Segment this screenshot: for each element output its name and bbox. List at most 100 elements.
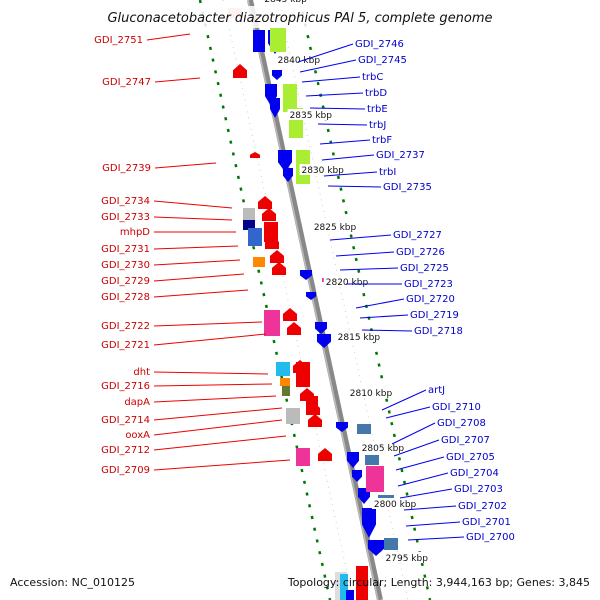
forward-gene-label[interactable]: GDI_2728 <box>101 292 150 303</box>
forward-gene-leader <box>153 273 245 282</box>
reverse-gene-leader <box>335 251 395 257</box>
forward-gene-label[interactable]: GDI_2722 <box>101 321 150 332</box>
gene-block-lime <box>270 28 286 52</box>
reverse-gene-label[interactable]: GDI_2701 <box>462 517 511 528</box>
map-title: Gluconacetobacter diazotrophicus PAl 5, … <box>107 11 492 26</box>
reverse-gene-label[interactable]: GDI_2735 <box>383 182 432 193</box>
forward-gene-leader <box>153 200 233 209</box>
reverse-gene-label[interactable]: GDI_2723 <box>404 279 453 290</box>
reverse-gene-arrow <box>272 70 282 80</box>
reverse-gene-label[interactable]: GDI_2727 <box>393 230 442 241</box>
forward-gene-label[interactable]: GDI_2751 <box>94 35 143 46</box>
kbp-label-backdrop <box>299 164 346 175</box>
left-label-layer[interactable]: GDI_2751GDI_2747GDI_2739GDI_2734GDI_2733… <box>94 35 151 476</box>
title-backdrop <box>90 6 510 28</box>
forward-gene-arrow <box>250 152 260 158</box>
reverse-gene-leader <box>391 422 436 445</box>
forward-gene-leader <box>153 259 241 266</box>
gene-block-orange <box>280 378 290 386</box>
reverse-gene-arrow <box>317 334 331 348</box>
reverse-gene-label[interactable]: GDI_2719 <box>410 310 459 321</box>
reverse-gene-label[interactable]: GDI_2704 <box>450 468 499 479</box>
forward-gene-leader <box>153 216 233 221</box>
forward-gene-label[interactable]: GDI_2709 <box>101 465 150 476</box>
forward-gene-leader <box>153 395 277 403</box>
gene-block-steel <box>357 424 371 434</box>
reverse-gene-label[interactable]: artJ <box>428 385 445 396</box>
reverse-gene-label[interactable]: trbC <box>362 72 383 83</box>
reverse-gene-arrow <box>283 168 293 182</box>
reverse-gene-label[interactable]: GDI_2707 <box>441 435 490 446</box>
forward-gene-arrow <box>308 414 322 427</box>
forward-gene-leader <box>153 407 283 421</box>
reverse-gene-label[interactable]: GDI_2702 <box>458 501 507 512</box>
forward-gene-label[interactable]: GDI_2714 <box>101 415 150 426</box>
reverse-gene-label[interactable]: trbD <box>365 88 387 99</box>
reverse-gene-label[interactable]: GDI_2705 <box>446 452 495 463</box>
gene-block-blue <box>248 228 262 246</box>
reverse-gene-leader <box>305 92 364 97</box>
reverse-gene-label[interactable]: trbF <box>372 135 392 146</box>
forward-gene-label[interactable]: GDI_2716 <box>101 381 150 392</box>
forward-gene-arrow <box>287 322 301 335</box>
reverse-gene-label[interactable]: trbE <box>367 104 388 115</box>
reverse-gene-label[interactable]: GDI_2708 <box>437 418 486 429</box>
leader-layer <box>146 33 465 541</box>
reverse-gene-leader <box>355 298 405 309</box>
reverse-gene-leader <box>327 185 382 188</box>
forward-gene-label[interactable]: GDI_2730 <box>101 260 150 271</box>
reverse-gene-label[interactable]: trbJ <box>369 120 386 131</box>
forward-gene-arrow <box>272 262 286 275</box>
reverse-gene-label[interactable]: GDI_2700 <box>466 532 515 543</box>
forward-gene-label[interactable]: GDI_2733 <box>101 212 150 223</box>
forward-gene-label[interactable]: GDI_2734 <box>101 196 150 207</box>
reverse-gene-leader <box>397 472 449 487</box>
reverse-gene-leader <box>361 329 413 332</box>
reverse-gene-label[interactable]: GDI_2710 <box>432 402 481 413</box>
kbp-label: 2830 kbp <box>301 166 344 176</box>
reverse-gene-label[interactable]: GDI_2737 <box>376 150 425 161</box>
reverse-gene-arrow <box>362 508 376 538</box>
forward-gene-label[interactable]: GDI_2747 <box>102 77 151 88</box>
kbp-label-backdrop <box>383 552 430 563</box>
forward-gene-leader <box>153 371 269 375</box>
kbp-label-backdrop <box>262 0 309 4</box>
reverse-gene-label[interactable]: GDI_2703 <box>454 484 503 495</box>
forward-gene-label[interactable]: dapA <box>124 397 150 408</box>
forward-gene-leader <box>153 245 239 250</box>
kbp-label-backdrop <box>287 109 334 120</box>
reverse-gene-label[interactable]: GDI_2745 <box>358 55 407 66</box>
forward-gene-arrow <box>233 64 247 78</box>
gene-block-magenta <box>296 448 310 466</box>
forward-gene-label[interactable]: ooxA <box>125 430 150 441</box>
reverse-gene-leader <box>393 439 440 457</box>
gene-block-steel <box>384 538 398 550</box>
reverse-gene-label[interactable]: GDI_2718 <box>414 326 463 337</box>
forward-gene-label[interactable]: dht <box>133 367 150 378</box>
gene-block-steel <box>365 455 379 465</box>
reverse-gene-arrow <box>336 422 348 432</box>
forward-gene-label[interactable]: GDI_2721 <box>101 340 150 351</box>
forward-gene-leader <box>153 321 263 327</box>
forward-gene-leader <box>154 162 217 169</box>
reverse-gene-leader <box>323 171 378 177</box>
kbp-label-backdrop <box>323 276 370 287</box>
reverse-gene-leader <box>405 521 461 527</box>
gene-block-cyan <box>340 574 348 600</box>
reverse-gene-label[interactable]: GDI_2726 <box>396 247 445 258</box>
reverse-gene-leader <box>381 389 427 411</box>
kbp-label: 2845 kbp <box>264 0 307 5</box>
forward-gene-label[interactable]: GDI_2712 <box>101 445 150 456</box>
forward-gene-label[interactable]: mhpD <box>120 227 150 238</box>
forward-gene-label[interactable]: GDI_2729 <box>101 276 150 287</box>
reverse-gene-label[interactable]: GDI_2720 <box>406 294 455 305</box>
reverse-gene-label[interactable]: GDI_2725 <box>400 263 449 274</box>
reverse-gene-label[interactable]: trbI <box>379 167 396 178</box>
forward-gene-leader <box>153 333 267 346</box>
forward-gene-label[interactable]: GDI_2731 <box>101 244 150 255</box>
reverse-gene-label[interactable]: GDI_2746 <box>355 39 404 50</box>
forward-gene-label[interactable]: GDI_2739 <box>102 163 151 174</box>
reverse-gene-leader <box>403 505 457 511</box>
